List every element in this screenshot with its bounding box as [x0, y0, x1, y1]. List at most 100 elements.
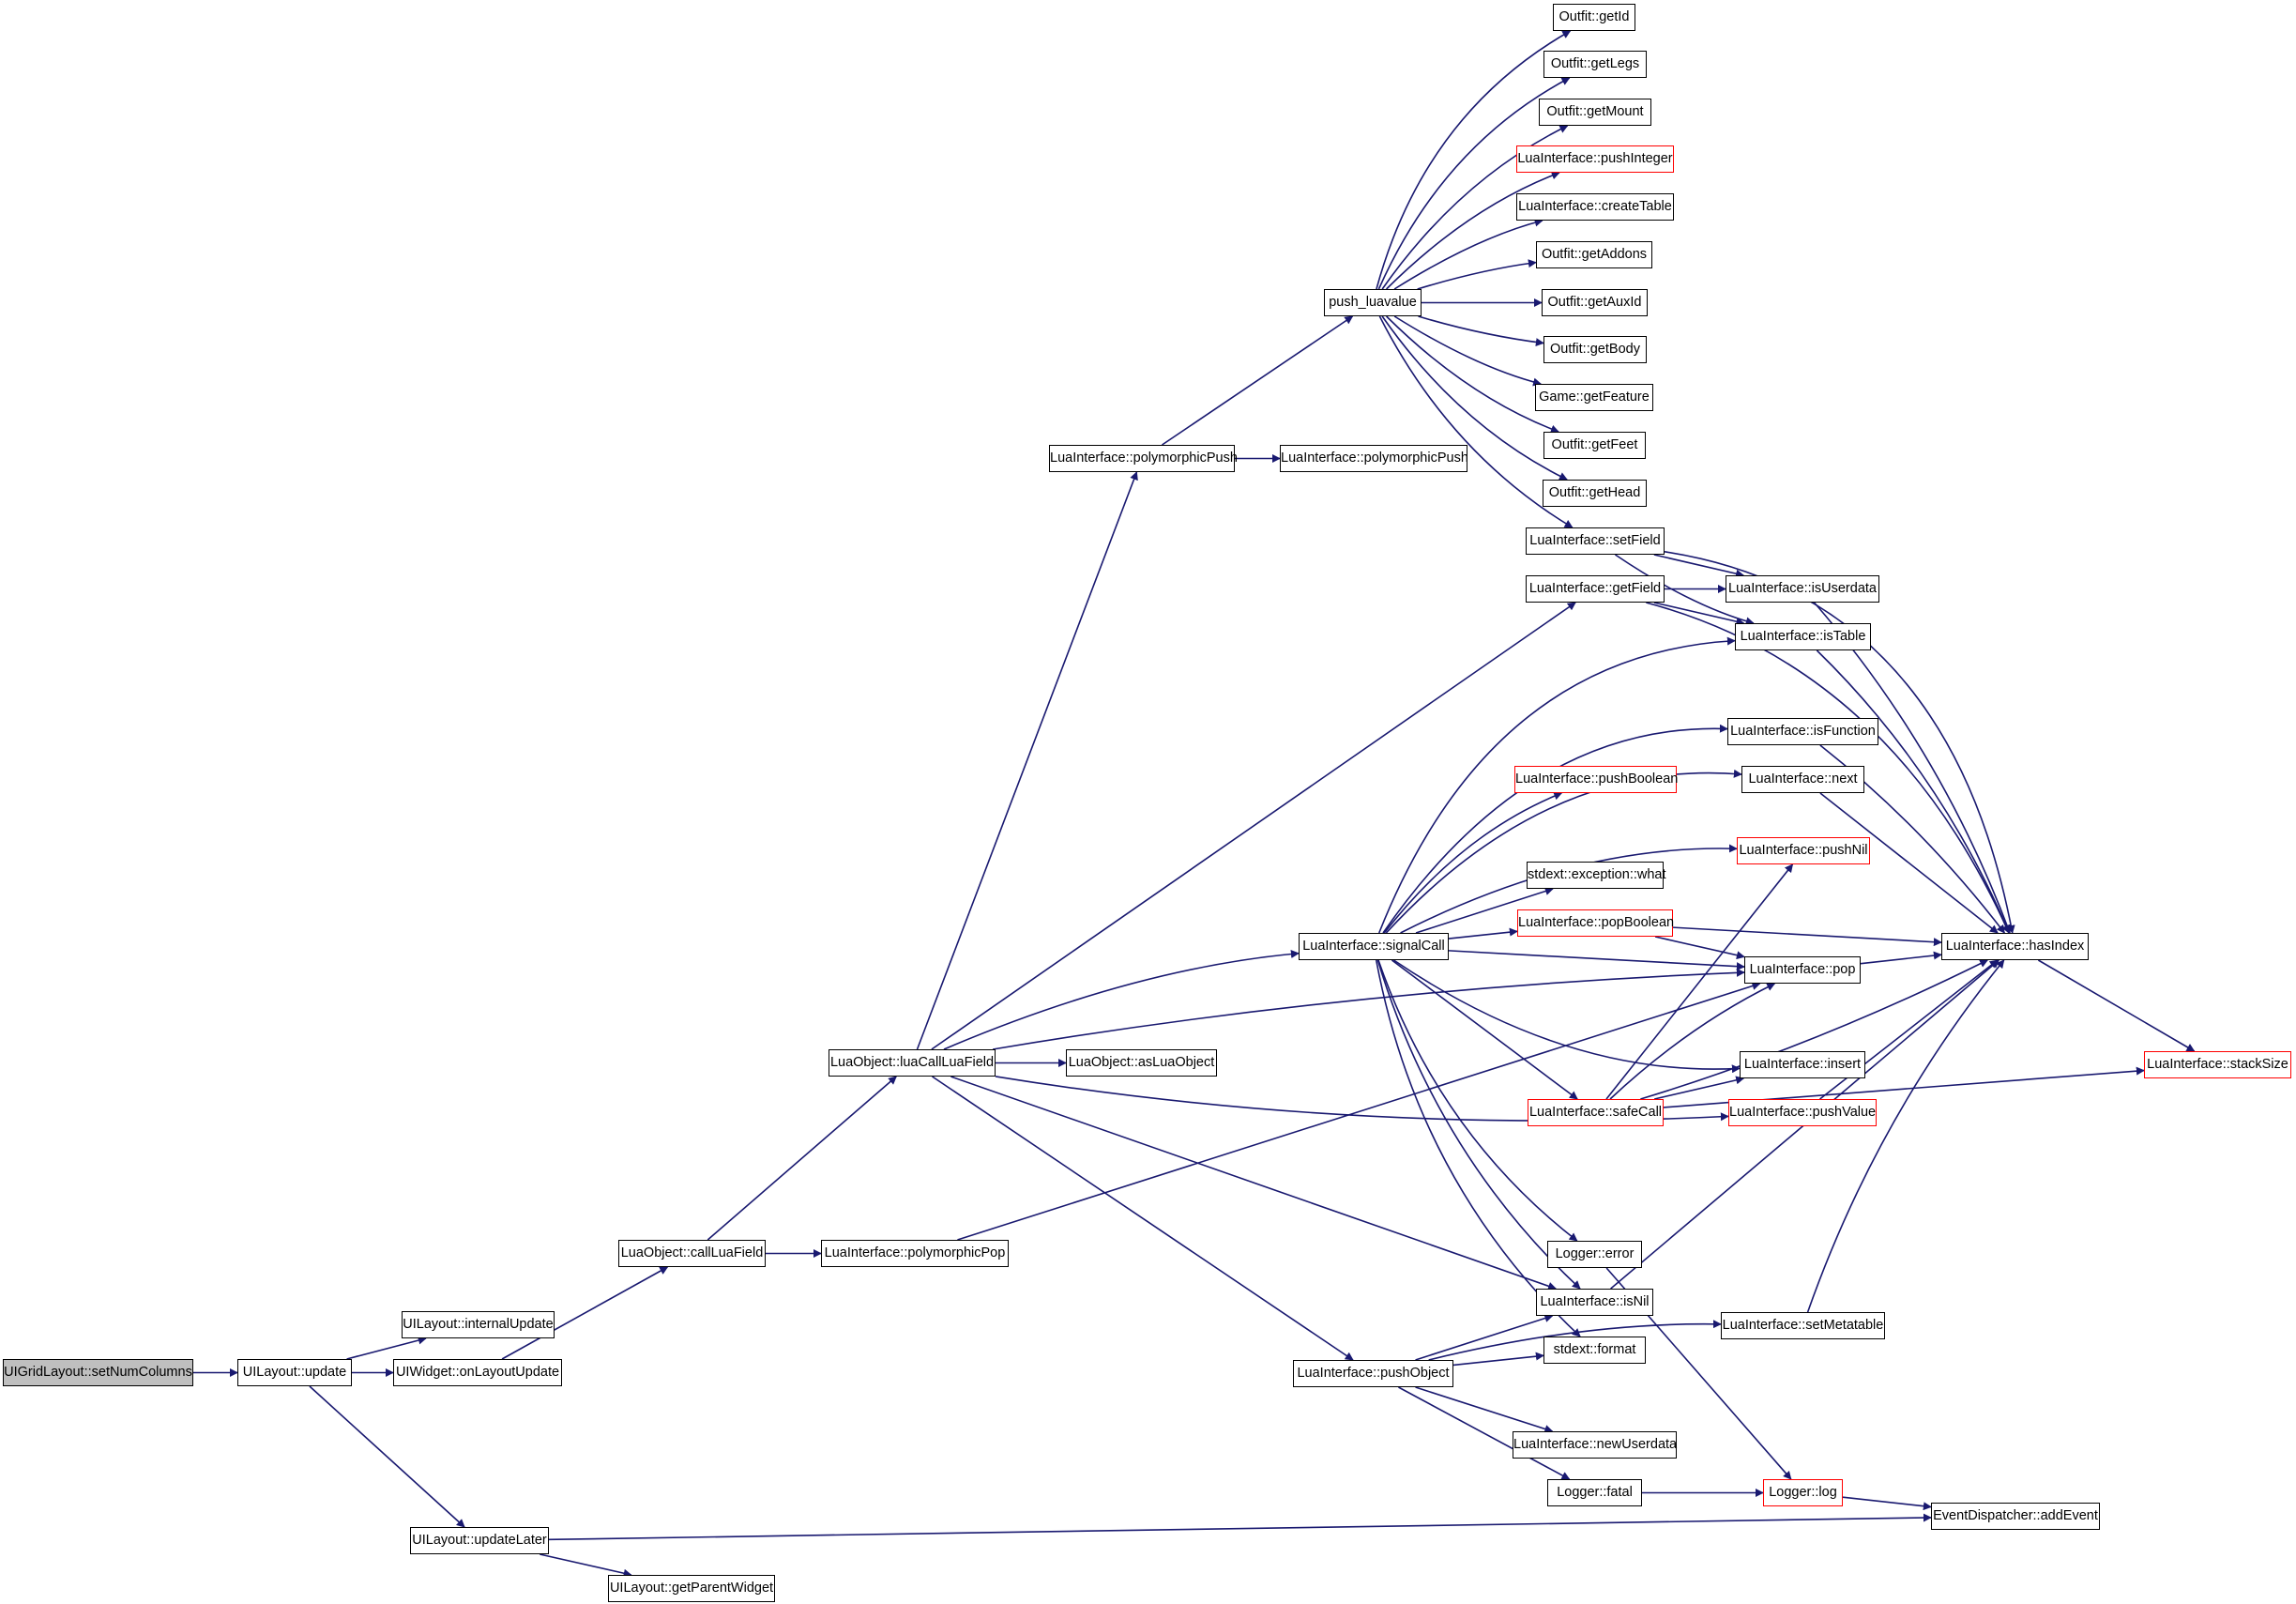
call-edge	[1428, 1320, 1722, 1361]
call-edge	[1842, 1496, 1932, 1511]
node-luainterface-setmetatable[interactable]: LuaInterface::setMetatable	[1721, 1312, 1885, 1339]
call-edge	[1393, 959, 1741, 1074]
call-edge	[1386, 315, 1559, 434]
node-uigridlayout-setnumcolumns[interactable]: UIGridLayout::setNumColumns	[3, 1359, 193, 1386]
node-luainterface-createtable[interactable]: LuaInterface::createTable	[1516, 193, 1674, 221]
call-edge	[1377, 959, 1578, 1242]
call-edge	[1375, 959, 1581, 1337]
call-edge	[2037, 959, 2196, 1052]
node-outfit-gethead[interactable]: Outfit::getHead	[1543, 480, 1647, 507]
node-luainterface-safecall[interactable]: LuaInterface::safeCall	[1528, 1099, 1664, 1126]
call-edge	[707, 1076, 897, 1241]
call-edge	[1640, 959, 1989, 1100]
node-outfit-getmount[interactable]: Outfit::getMount	[1539, 99, 1651, 126]
node-uilayout-updatelater[interactable]: UILayout::updateLater	[410, 1527, 549, 1554]
call-edge	[1386, 171, 1560, 290]
node-luainterface-pop[interactable]: LuaInterface::pop	[1744, 956, 1861, 984]
node-luainterface-stacksize[interactable]: LuaInterface::stackSize	[2144, 1051, 2291, 1078]
node-outfit-getfeet[interactable]: Outfit::getFeet	[1543, 432, 1646, 459]
call-edge	[1377, 77, 1571, 290]
node-uilayout-getparentwidget[interactable]: UILayout::getParentWidget	[608, 1575, 775, 1602]
node-luainterface-pushboolean[interactable]: LuaInterface::pushBoolean	[1514, 766, 1678, 793]
node-luainterface-pushobject[interactable]: LuaInterface::pushObject	[1293, 1360, 1453, 1387]
node-luainterface-insert[interactable]: LuaInterface::insert	[1740, 1051, 1865, 1078]
call-edge	[1653, 602, 1745, 626]
call-edge	[1381, 125, 1569, 290]
call-edge	[1398, 1386, 1571, 1480]
call-edge	[1816, 649, 2011, 934]
call-edge	[1819, 959, 1999, 1100]
node-luainterface-signalcall[interactable]: LuaInterface::signalCall	[1299, 933, 1449, 960]
node-push-luavalue[interactable]: push_luavalue	[1324, 289, 1422, 316]
node-luaobject-asluaobject[interactable]: LuaObject::asLuaObject	[1066, 1049, 1217, 1077]
call-edge	[346, 1336, 427, 1360]
node-uilayout-update[interactable]: UILayout::update	[237, 1359, 352, 1386]
call-edge	[1376, 959, 1581, 1290]
call-edge	[1654, 1076, 1745, 1100]
node-uilayout-internalupdate[interactable]: UILayout::internalUpdate	[402, 1311, 555, 1338]
call-edge	[1448, 927, 1518, 939]
node-luaobject-callluafield[interactable]: LuaObject::callLuaField	[618, 1240, 766, 1267]
node-luainterface-getfield[interactable]: LuaInterface::getField	[1526, 575, 1665, 603]
node-outfit-getbody[interactable]: Outfit::getBody	[1543, 336, 1647, 363]
node-logger-fatal[interactable]: Logger::fatal	[1547, 1479, 1642, 1506]
node-luainterface-pushvalue[interactable]: LuaInterface::pushValue	[1728, 1099, 1877, 1126]
call-edge	[1819, 792, 1999, 934]
call-edge	[1452, 1352, 1544, 1367]
node-luainterface-istable[interactable]: LuaInterface::isTable	[1735, 623, 1871, 650]
call-edge	[1806, 959, 2005, 1313]
node-luaobject-luacallluafield[interactable]: LuaObject::luaCallLuaField	[829, 1049, 996, 1077]
call-edge	[1378, 315, 1574, 528]
call-edge	[993, 968, 1745, 1050]
node-luainterface-popboolean[interactable]: LuaInterface::popBoolean	[1517, 909, 1674, 937]
node-luainterface-polymorphicpush-2[interactable]: LuaInterface::polymorphicPush	[1280, 445, 1468, 472]
call-edge	[1378, 636, 1736, 934]
node-outfit-getauxid[interactable]: Outfit::getAuxId	[1542, 289, 1648, 316]
node-luainterface-polymorphicpop[interactable]: LuaInterface::polymorphicPop	[821, 1240, 1009, 1267]
node-game-getfeature[interactable]: Game::getFeature	[1535, 384, 1653, 411]
call-edge	[916, 471, 1138, 1050]
node-stdext-format[interactable]: stdext::format	[1543, 1337, 1646, 1364]
node-outfit-getid[interactable]: Outfit::getId	[1553, 4, 1635, 31]
call-edge	[1605, 863, 1794, 1100]
node-luainterface-next[interactable]: LuaInterface::next	[1741, 766, 1864, 793]
node-luainterface-hasindex[interactable]: LuaInterface::hasIndex	[1941, 933, 2089, 960]
call-edge	[1448, 950, 1745, 971]
call-edge	[1381, 315, 1568, 481]
call-edge	[548, 1513, 1932, 1541]
call-edge	[1415, 1386, 1554, 1433]
call-edge	[957, 982, 1761, 1241]
call-edge	[1860, 951, 1942, 965]
call-edge	[1415, 887, 1554, 934]
call-edge	[1609, 983, 1776, 1100]
node-logger-error[interactable]: Logger::error	[1547, 1241, 1642, 1268]
node-luainterface-pushnil[interactable]: LuaInterface::pushNil	[1737, 837, 1870, 864]
node-eventdispatcher-addevent[interactable]: EventDispatcher::addEvent	[1931, 1503, 2100, 1530]
node-outfit-getaddons[interactable]: Outfit::getAddons	[1536, 241, 1652, 268]
node-luainterface-setfield[interactable]: LuaInterface::setField	[1526, 527, 1665, 555]
node-outfit-getlegs[interactable]: Outfit::getLegs	[1543, 51, 1647, 78]
call-edge	[1415, 1314, 1554, 1361]
call-edge	[1646, 602, 2010, 934]
node-stdext-exception-what[interactable]: stdext::exception::what	[1527, 862, 1666, 889]
node-logger-log[interactable]: Logger::log	[1763, 1479, 1843, 1506]
call-edge	[501, 1266, 669, 1360]
node-luainterface-isuserdata[interactable]: LuaInterface::isUserdata	[1726, 575, 1879, 603]
call-edge	[1417, 259, 1537, 290]
node-uiwidget-onlayoutupdate[interactable]: UIWidget::onLayoutUpdate	[393, 1359, 562, 1386]
call-edge	[1385, 769, 1742, 934]
call-edge	[943, 950, 1300, 1050]
call-edge	[1418, 315, 1544, 347]
call-edge	[1391, 959, 1578, 1100]
node-luainterface-polymorphicpush-1[interactable]: LuaInterface::polymorphicPush	[1049, 445, 1238, 472]
node-luainterface-isfunction[interactable]: LuaInterface::isFunction	[1727, 718, 1878, 745]
call-edge	[1654, 936, 1745, 960]
call-edge	[1383, 791, 1563, 934]
node-luainterface-newuserdata[interactable]: LuaInterface::newUserdata	[1513, 1431, 1677, 1459]
node-luainterface-pushinteger[interactable]: LuaInterface::pushInteger	[1516, 145, 1674, 173]
node-luainterface-isnil[interactable]: LuaInterface::isNil	[1536, 1289, 1653, 1316]
call-edge	[540, 1553, 632, 1578]
call-edge	[931, 602, 1576, 1050]
